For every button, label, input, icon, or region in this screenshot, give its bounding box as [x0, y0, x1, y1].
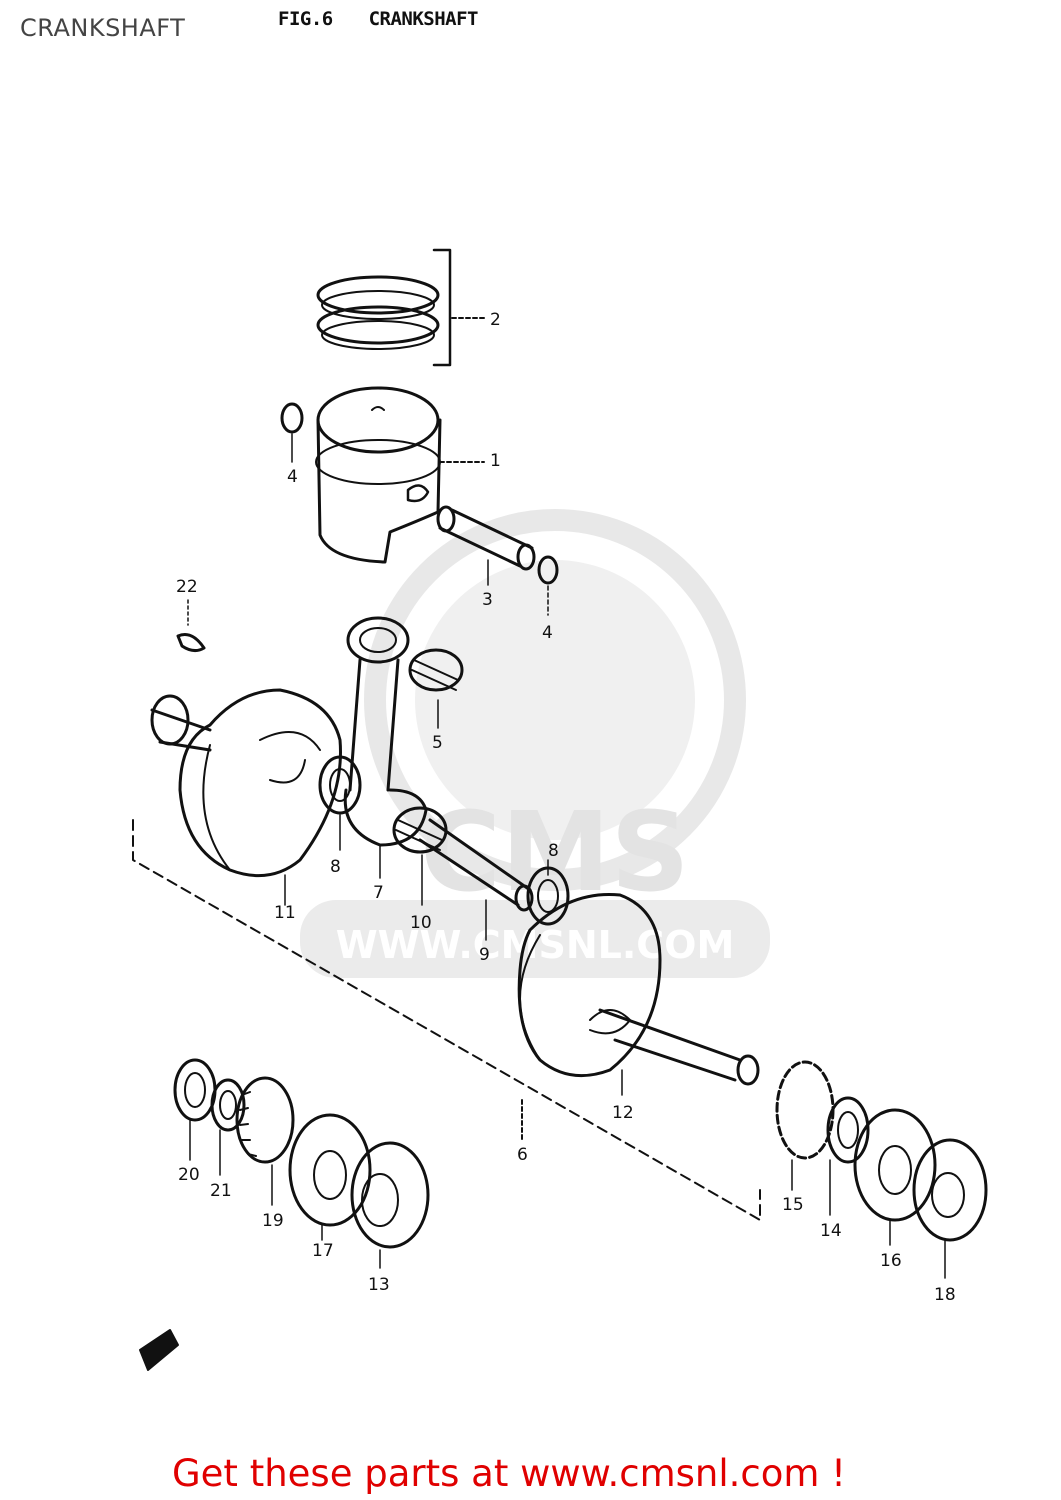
callout-8-left: 8 [330, 857, 341, 877]
callout-5: 5 [432, 733, 443, 753]
spacer-right [826, 1096, 870, 1216]
oil-seal-left [173, 1058, 217, 1161]
callout-labels: 1 2 3 4 4 5 6 7 8 8 9 10 11 12 13 14 15 … [176, 310, 956, 1305]
callout-3: 3 [482, 590, 493, 610]
callout-13: 13 [368, 1275, 390, 1295]
callout-6: 6 [517, 1145, 528, 1165]
crank-pin [418, 818, 534, 941]
figure-title: CRANKSHAFT [368, 8, 479, 30]
figure-heading: FIG.6 CRANKSHAFT [278, 8, 479, 30]
diagram-fragment [139, 1329, 179, 1371]
callout-16: 16 [880, 1251, 902, 1271]
cmsnl-watermark: CMS WWW.CMSNL.COM [300, 509, 770, 978]
callout-19: 19 [262, 1211, 284, 1231]
callout-2: 2 [490, 310, 501, 330]
callout-11: 11 [274, 903, 296, 923]
callout-8-right: 8 [548, 841, 559, 861]
piston-rings [316, 248, 485, 367]
callout-17: 17 [312, 1241, 334, 1261]
callout-15: 15 [782, 1195, 804, 1215]
callout-21: 21 [210, 1181, 232, 1201]
bearing-left-inner [288, 1113, 372, 1241]
callout-14: 14 [820, 1221, 842, 1241]
woodruff-key [176, 599, 206, 653]
bearing-right-outer [912, 1138, 988, 1279]
callout-7: 7 [373, 883, 384, 903]
callout-22: 22 [176, 577, 198, 597]
watermark-brand: CMS [420, 788, 689, 916]
spacer-washer [210, 1078, 246, 1176]
piston [315, 386, 485, 564]
thrust-washer-right [526, 859, 570, 926]
callout-10: 10 [410, 913, 432, 933]
piston-pin-circlip-left [280, 402, 304, 463]
callout-12: 12 [612, 1103, 634, 1123]
callout-20: 20 [178, 1165, 200, 1185]
bearing-left-outer [350, 1141, 430, 1269]
piston-pin [436, 505, 536, 586]
callout-1: 1 [490, 451, 501, 471]
piston-pin-circlip-right [537, 555, 559, 616]
callout-4-left: 4 [287, 467, 298, 487]
callout-18: 18 [934, 1285, 956, 1305]
callout-9: 9 [479, 945, 490, 965]
crankshaft-left-half [150, 688, 342, 906]
crankshaft-right-half [517, 892, 760, 1096]
figure-number: FIG.6 [278, 8, 333, 30]
small-end-bearing [408, 648, 464, 729]
connecting-rod [343, 616, 428, 879]
crankshaft-assembly-bracket [132, 819, 761, 1221]
parts-store-link[interactable]: Get these parts at www.cmsnl.com ! [172, 1452, 847, 1495]
callout-4-right: 4 [542, 623, 553, 643]
page-title: CRANKSHAFT [20, 14, 186, 42]
primary-drive-gear [235, 1076, 295, 1206]
bearing-right-inner [853, 1108, 937, 1246]
oil-seal-right [775, 1060, 835, 1191]
